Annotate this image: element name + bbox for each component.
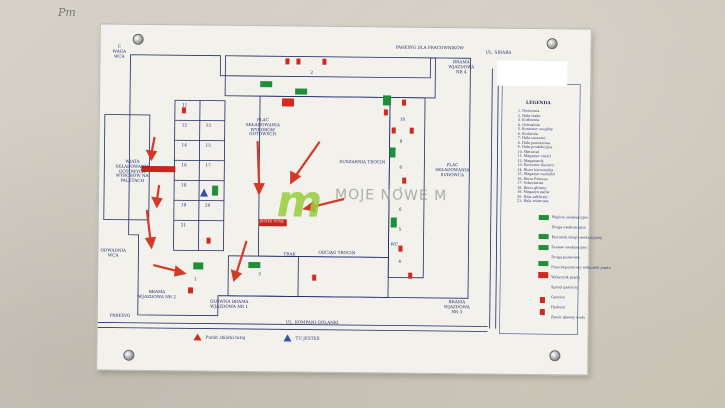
label-parking-bottom: PARKING [109,312,131,318]
legend-symbol-label: Kierunek drogi ewakuacyjnej [551,235,602,240]
legend-symbol-label: Droga pożarowa [551,255,580,260]
label-parking-top: PARKING DLA PRACOWNIKÓW [395,44,464,51]
room-number: 17 [205,162,211,168]
label-trak: TRAK [283,251,296,257]
room-number: 10 [399,116,406,122]
redacted-area [497,60,568,87]
legend-frame [499,83,581,335]
label-wc: WC [390,241,399,247]
legend-symbol-label: Wyjście ewakuacyjne [551,215,589,220]
legend-symbol-label: Droga ewakuacyjna [551,225,586,230]
you-are-here-triangle [200,188,209,197]
room-number: 4 [398,258,402,264]
screw-icon [549,350,561,362]
room-number: 15 [205,142,211,148]
room-number: 16 [181,162,187,168]
label-suszarnia: SUSZARNIA TROCIN [339,158,386,165]
room-number: 19 [180,202,187,208]
legend-symbol-label: Hydrant [550,305,566,310]
room-number: 12 [181,122,188,128]
right-building [387,97,426,279]
legend-symbol-label: Zawór główny wody [550,315,586,320]
label-street-top: UL. SIRABA [485,49,512,55]
room-number: 20 [204,202,211,208]
room-number: 1 [194,276,197,282]
legend-you-are-here-triangle [283,334,292,342]
room-number: 11 [181,102,188,108]
room-number: 8 [399,164,403,170]
shed-red-sign [141,165,176,173]
room-number: 14 [181,142,187,148]
room-number: 18 [181,182,187,188]
floor-plan [97,54,581,342]
red-sign [258,219,287,227]
site-boundary [128,54,471,317]
legend-symbol-label: Wyłącznik prądu [551,275,580,280]
legend-symbol-label: Sprzęt gaśniczy [551,285,579,290]
screw-icon [132,33,144,45]
legend-you-are-here: TU JESTEŚ [295,335,320,341]
room-number: 6 [398,206,402,212]
screw-icon [123,349,135,361]
evacuation-arrows [144,136,345,283]
legend-symbol-label: Przeciwpożarowy wyłącznik prądu [551,265,611,270]
watermark-text: MOJE NOWE M [334,186,448,205]
legend-symbol-label: Zestaw ewakuacyjny [551,245,588,250]
label-street-bottom: UL. KOMPANI GOLANKI [285,319,339,325]
legend-meeting-point: Punkt zbiórki tutaj [205,334,246,340]
room-number: 5 [398,226,402,232]
room-number: 9 [399,138,403,144]
bottom-hall [227,255,389,298]
legend-title: LEGENDA [525,100,551,107]
label-obciag: OBCIĄG TROCIN [318,249,356,256]
legend-symbol-label: Gaśnica [550,295,565,300]
room-number: 21 [180,222,187,228]
screw-icon [546,38,558,50]
exit-signs [193,81,549,270]
room-number: 13 [205,122,212,128]
fire-equipment [181,58,549,316]
watermark-logo: m [272,176,328,228]
room-number: 3 [258,271,261,277]
room-number: 2 [310,69,314,75]
pencil-scribble: Pm [58,6,76,19]
meeting-point-triangle [193,333,202,341]
legend-item: 21. Hala wiatrowa [516,198,549,204]
